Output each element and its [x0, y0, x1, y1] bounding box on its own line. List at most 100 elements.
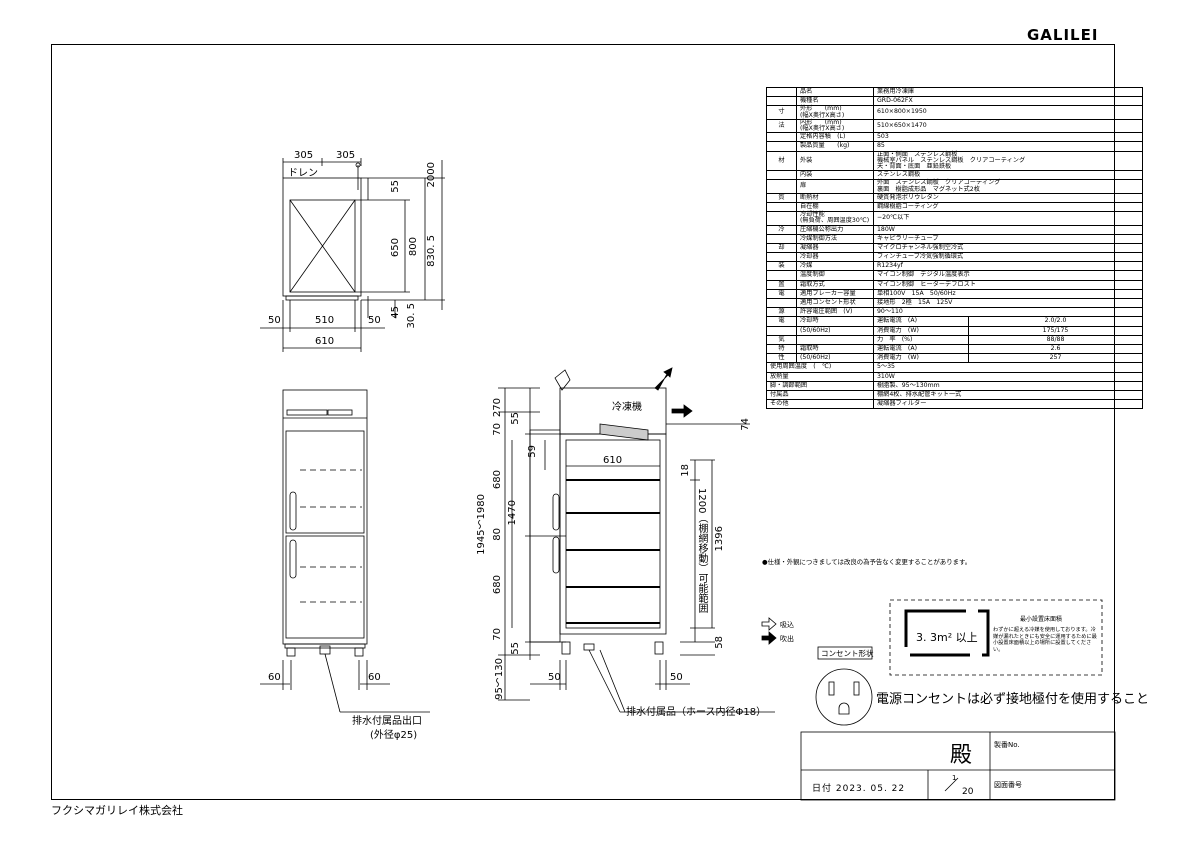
spec-row: 寸外形 (mm)(幅X奥行X高さ)610×800×1950 [766, 105, 1143, 120]
spec-value: 正面・側面 ステンレス鋼板機械室パネル ステンレス鋼板 クリアコーティング天・背… [873, 150, 1143, 172]
spec-row: 扉外面 ステンレス鋼板 クリアコーティング裏面 樹脂成形品 マグネット式2枚 [766, 179, 1143, 194]
elec-sub: 消費電力 (W) [873, 353, 969, 364]
dim-18: 18 [680, 464, 691, 477]
elec-row: 特霜取時運転電流 (A)2.6 [766, 343, 1143, 355]
spec-group [766, 233, 797, 244]
dim-95-130: 95〜130 [494, 658, 505, 700]
dim-55-bottom: 55 [510, 642, 521, 655]
spec-group [766, 298, 797, 309]
drain-label: ドレン [288, 168, 318, 179]
spec-item: 温度制御 [796, 270, 874, 281]
spec-group [766, 201, 797, 213]
spec-item: 扉 [796, 179, 874, 194]
elec-group: 電 [766, 316, 797, 327]
dim-59: 59 [527, 445, 538, 458]
spec-row: 適用コンセント形状接地形 2極 15A 125V [766, 298, 1143, 309]
spec-group: 装 [766, 261, 797, 272]
legend-exhaust: 吹出 [780, 635, 794, 643]
spec-row: 使用周囲温度 ( ℃)5〜35 [766, 362, 1143, 373]
spec-value: −20℃以下 [873, 211, 1143, 226]
spec-note: ●仕様・外観につきましては改良の為予告なく変更することがあります。 [762, 558, 972, 566]
spec-group [766, 96, 797, 107]
dim-50-left: 50 [268, 315, 281, 326]
spec-item: 許容電圧範囲 (V) [796, 307, 874, 318]
spec-item: 霜取方式 [796, 279, 874, 290]
spec-row: 脚・調節範囲樹脂製、95〜130mm [766, 380, 1143, 391]
spec-group: 置 [766, 279, 797, 290]
spec-item: 凝縮器 [796, 242, 874, 254]
spec-group: 質 [766, 192, 797, 203]
spec-group: 材 [766, 150, 797, 172]
elec-sub: 消費電力 (W) [873, 325, 969, 336]
elec-value: 88/88 [968, 334, 1143, 345]
spec-row: 冷媒制御方法キャピラリーチューブ [766, 233, 1143, 244]
elec-row: 電冷却時運転電流 (A)2.0/2.0 [766, 316, 1143, 327]
spec-group: 寸 [766, 105, 797, 120]
drain-side-label: 排水付属品（ホース内径Φ18） [626, 707, 767, 718]
elec-group [766, 325, 797, 336]
spec-group: 源 [766, 307, 797, 318]
elec-row: 気力 率 (%)88/88 [766, 334, 1143, 345]
dim-305-right: 305 [336, 150, 356, 161]
spec-value: 310W [873, 371, 1143, 382]
spec-row: 定格内容積 (L)503 [766, 132, 1143, 143]
spec-group [766, 141, 797, 152]
dim-55-side: 55 [510, 412, 521, 425]
spec-value: 外面 ステンレス鋼板 クリアコーティング裏面 樹脂成形品 マグネット式2枚 [873, 179, 1143, 194]
spec-value: 5〜35 [873, 362, 1143, 373]
spec-value: フィンチューブ冷気強制循環式 [873, 252, 1143, 263]
dim-50-side-left: 50 [548, 672, 561, 683]
spec-group [766, 132, 797, 143]
min-area-value: 3. 3m² 以上 [916, 631, 978, 644]
dim-2000: 2000 [426, 162, 437, 188]
spec-row: 温度制御マイコン制御 デジタル温度表示 [766, 270, 1143, 281]
spec-value: 硬質発泡ポリウレタン [873, 192, 1143, 203]
spec-item: 付属品 [766, 389, 874, 401]
outlet-label: コンセント形状 [821, 649, 874, 658]
spec-row: 製品質量 (kg)85 [766, 141, 1143, 152]
spec-item: 適用コンセント形状 [796, 298, 874, 309]
spec-item: 内形 (mm)(幅X奥行X高さ) [796, 118, 874, 134]
dim-830-5: 830. 5 [426, 235, 437, 267]
elec-sub: 運転電流 (A) [873, 316, 969, 327]
dim-30-5: 30. 5 [406, 303, 417, 329]
elec-sub: 運転電流 (A) [873, 343, 969, 355]
spec-item: 品名 [796, 86, 874, 98]
elec-group: 性 [766, 353, 797, 364]
spec-row: 却凝縮器マイクロチャンネル強制空冷式 [766, 242, 1143, 254]
spec-item: 冷却器 [796, 252, 874, 263]
spec-row: 冷却性能(無負荷、周囲温度30℃)−20℃以下 [766, 211, 1143, 226]
elec-group: 特 [766, 343, 797, 355]
side-view [498, 367, 775, 713]
spec-item: 脚・調節範囲 [766, 380, 874, 391]
seizo-label: 製番No. [994, 741, 1020, 749]
dim-1396: 1396 [714, 526, 725, 552]
dim-1470: 1470 [507, 500, 518, 526]
spec-group [766, 211, 797, 226]
outlet-warning: 電源コンセントは必ず接地極付を使用すること [876, 692, 1150, 707]
drawing-frame [51, 44, 1115, 800]
dim-270: 270 [492, 398, 503, 418]
spec-item: 断熱材 [796, 192, 874, 203]
spec-value: R1234yf [873, 261, 1143, 272]
spec-group: 冷 [766, 224, 797, 235]
spec-value: マイコン制御 デジタル温度表示 [873, 270, 1143, 281]
spec-value: マイコン制御 ヒーターデフロスト [873, 279, 1143, 290]
spec-item: 冷却性能(無負荷、周囲温度30℃) [796, 211, 874, 226]
dim-610: 610 [315, 336, 335, 347]
spec-value: 90〜110 [873, 307, 1143, 318]
spec-value: 鋼線樹脂コーティング [873, 201, 1143, 213]
spec-item: 製品質量 (kg) [796, 141, 874, 152]
spec-row: 付属品棚網4枚、排水配管キット一式 [766, 389, 1143, 401]
spec-value: 樹脂製、95〜130mm [873, 380, 1143, 391]
spec-item: 定格内容積 (L) [796, 132, 874, 143]
company-name: フクシマガリレイ株式会社 [51, 804, 183, 817]
spec-item: 適用ブレーカー容量 [796, 288, 874, 300]
elec-mode: (50/60Hz) [796, 325, 874, 336]
elec-group: 気 [766, 334, 797, 345]
min-area-note: わずかに超える冷媒を使用しております。冷媒が漏れたときにも安全に運用するために最… [993, 627, 1097, 653]
